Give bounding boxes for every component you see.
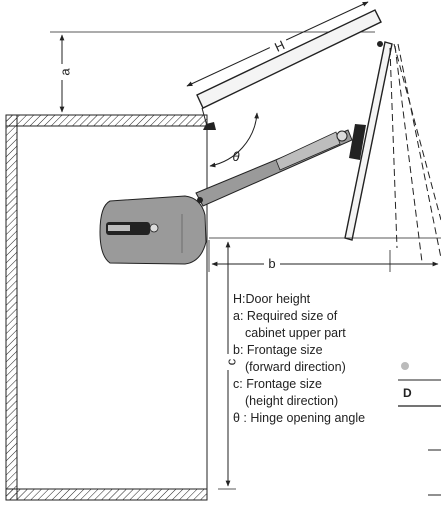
cabinet-left-wall: [5, 114, 18, 501]
dimension-c-label: c: [223, 358, 238, 365]
legend-frontage-forward-cont: (forward direction): [245, 360, 346, 374]
dimension-c: c: [218, 241, 238, 490]
angle-theta: θ: [209, 112, 260, 168]
hinge-mechanism: [99, 124, 366, 265]
legend-opening-angle: θ : Hinge opening angle: [233, 411, 366, 425]
cropped-table-fragment: [398, 362, 441, 496]
legend: H:Door height a: Required size of cabine…: [233, 291, 365, 427]
angle-theta-label: θ: [232, 149, 239, 164]
dimension-h: H: [186, 1, 369, 87]
cabinet: [5, 114, 208, 501]
dimension-a-label: a: [57, 68, 72, 76]
legend-frontage-forward: b: Frontage size: [233, 343, 323, 357]
arm-pivot: [336, 130, 348, 142]
legend-door-height: H:Door height: [233, 292, 311, 306]
door-panel: [196, 9, 383, 130]
dimension-b-label: b: [268, 256, 275, 271]
cabinet-top-wall: [5, 114, 208, 127]
legend-frontage-height-cont: (height direction): [245, 394, 339, 408]
door-fitting: [349, 124, 366, 160]
dimension-b: b: [208, 237, 441, 272]
legend-required-size-cont: cabinet upper part: [245, 326, 346, 340]
door-closing-position-1: [344, 41, 393, 241]
legend-required-size: a: Required size of: [233, 309, 338, 323]
bullet-icon: [401, 362, 409, 370]
door-closing-positions: [344, 41, 441, 263]
cabinet-bottom-wall: [5, 488, 208, 501]
legend-frontage-height: c: Frontage size: [233, 377, 322, 391]
table-header-fragment: D: [403, 386, 412, 400]
